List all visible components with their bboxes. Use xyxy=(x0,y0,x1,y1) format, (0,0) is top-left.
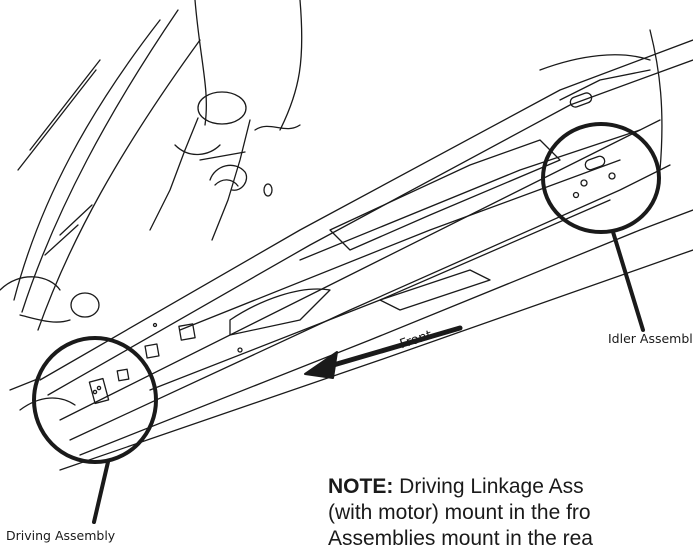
driving-leader-line xyxy=(92,460,110,524)
idler-assembly-circle xyxy=(541,122,661,234)
driveshaft-tube xyxy=(149,0,303,241)
tire-fragment xyxy=(0,276,100,323)
note-line-2: (with motor) mount in the fro xyxy=(328,501,591,524)
tube-clamp xyxy=(199,151,273,197)
note-line-3: Assemblies mount in the rea xyxy=(328,527,593,550)
mounting-note: NOTE: Driving Linkage Ass (with motor) m… xyxy=(328,474,693,552)
floor-panel-outlines xyxy=(229,29,663,336)
note-line-1-text: Driving Linkage Ass xyxy=(393,475,584,498)
front-direction-arrow xyxy=(304,325,463,379)
driving-assembly-circle xyxy=(32,336,158,464)
driving-bracket-detail xyxy=(9,377,110,411)
idler-assembly-label: Idler Assembly xyxy=(608,331,693,346)
note-line-1: NOTE: Driving Linkage Ass xyxy=(328,474,693,500)
note-prefix: NOTE: xyxy=(328,475,394,498)
rocker-panel-rails xyxy=(39,39,693,471)
body-contour-lines xyxy=(13,9,201,331)
driving-assembly-label: Driving Assembly xyxy=(6,528,116,543)
idler-leader-line xyxy=(611,230,645,332)
mounting-holes xyxy=(116,92,616,382)
